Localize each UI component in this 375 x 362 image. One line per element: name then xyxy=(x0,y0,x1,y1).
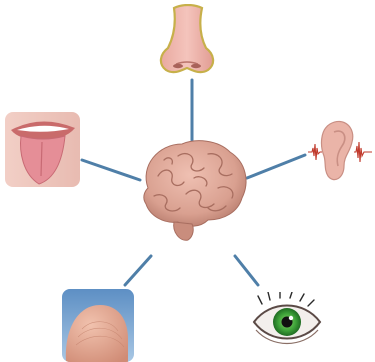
connector-tongue xyxy=(82,160,140,180)
fingertip-icon xyxy=(62,289,134,362)
connector-eye xyxy=(235,256,258,285)
brain-icon xyxy=(134,136,252,248)
sound-wave-icon xyxy=(308,144,322,160)
connector-finger xyxy=(125,256,151,285)
ear-icon xyxy=(308,118,372,186)
tongue-icon xyxy=(5,112,80,187)
connector-ear xyxy=(247,155,305,178)
nose-icon xyxy=(156,4,218,76)
eye-icon xyxy=(248,292,324,354)
